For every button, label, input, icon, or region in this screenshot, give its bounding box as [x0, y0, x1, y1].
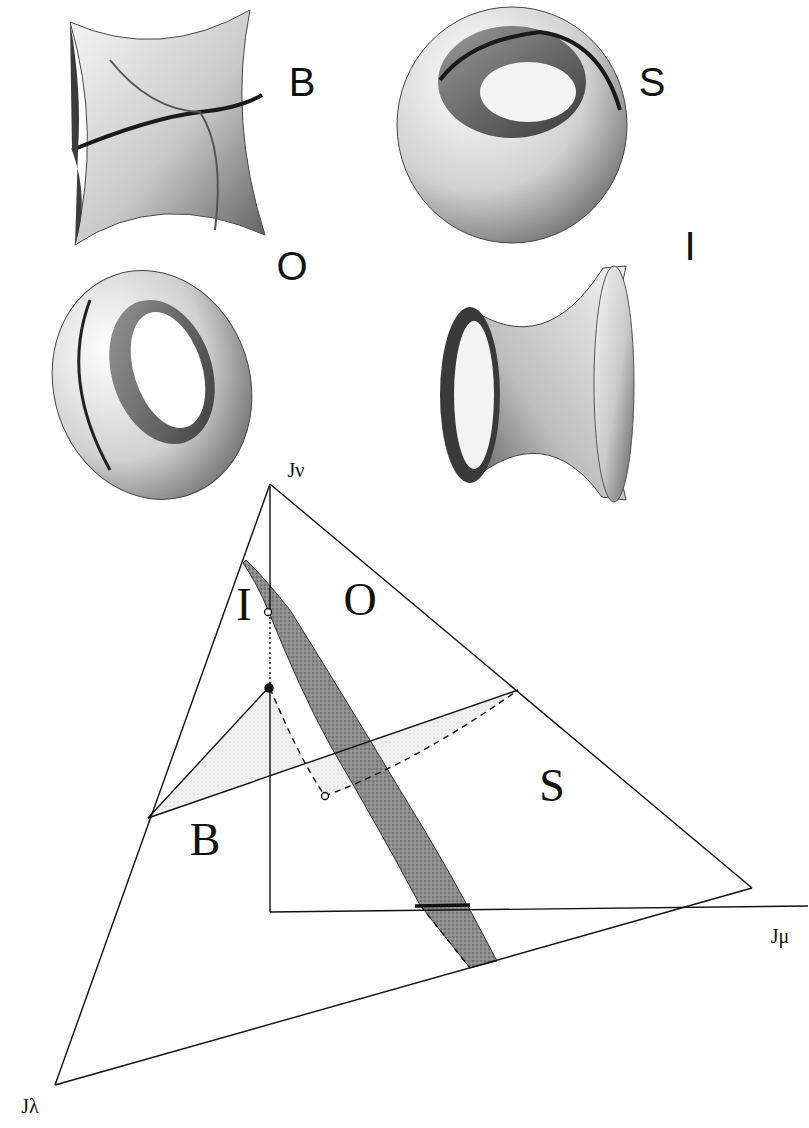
hyperboloid-surface [440, 266, 634, 502]
axis-line [269, 484, 270, 612]
plane-hidden-edge [270, 688, 518, 796]
axis-label: Jν [288, 460, 305, 480]
shell-body [397, 7, 627, 243]
open-point [322, 793, 329, 800]
band-base [415, 905, 470, 906]
shaded-band [243, 560, 497, 968]
shell-opening [438, 26, 586, 138]
surface-label: I [684, 226, 695, 266]
plane-edge [148, 690, 518, 818]
plane-edge [148, 688, 268, 818]
axis-line [269, 688, 270, 912]
edge-line [55, 484, 270, 1085]
axis-label: Jλ [21, 1096, 38, 1116]
edge-line [270, 484, 752, 888]
axis-line [270, 906, 808, 912]
shell-surface [397, 7, 627, 243]
surface-label: S [639, 62, 666, 102]
torus-edge [79, 300, 110, 470]
tetrahedron [55, 484, 808, 1085]
axis-label: Jμ [771, 926, 790, 946]
edge-line [55, 888, 752, 1085]
saddle-surface [70, 10, 265, 245]
region-label: S [539, 763, 565, 809]
shell-inner [480, 62, 576, 122]
saddle-ridge [72, 95, 262, 150]
hyperboloid-end [594, 266, 634, 502]
torus-surface [23, 244, 281, 525]
surface-label: B [289, 62, 316, 102]
torus-hole-rim [92, 286, 233, 458]
saddle-edge [70, 22, 82, 245]
torus-body [23, 244, 281, 525]
filled-point [265, 684, 273, 692]
hyperboloid-rim [440, 307, 500, 483]
region-label: B [190, 817, 221, 863]
region-label: I [236, 582, 251, 628]
hyperboloid-opening [454, 321, 494, 469]
axis-hidden [269, 612, 270, 688]
band-hidden-edge [420, 905, 470, 968]
open-point [265, 609, 272, 616]
shell-rim [440, 32, 620, 110]
torus-hole [117, 302, 219, 437]
surface-label: O [276, 246, 307, 286]
region-label: O [343, 577, 376, 623]
saddle-fold [110, 60, 218, 230]
saddle-sheet [70, 10, 265, 245]
